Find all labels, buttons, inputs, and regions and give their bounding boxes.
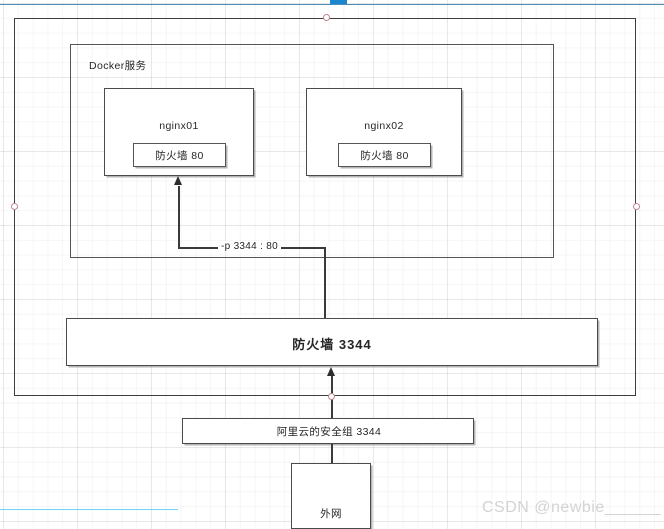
port-mapping-label: -p 3344 : 80 (218, 241, 281, 252)
nginx01-firewall-label: 防火墙 80 (155, 150, 204, 162)
firewall-uplink-segment (324, 247, 326, 318)
security-group-label: 阿里云的安全组 3344 (276, 426, 382, 438)
bottom-ruler-line (0, 509, 178, 510)
resize-handle-right[interactable] (633, 203, 640, 210)
external-network-uplink-segment (331, 444, 333, 464)
docker-service-box[interactable] (70, 44, 554, 258)
docker-service-label: Docker服务 (89, 60, 147, 72)
nginx02-firewall-label: 防火墙 80 (360, 150, 409, 162)
external-network-label: 外网 (320, 508, 342, 520)
port-mapping-arrowhead (174, 176, 182, 185)
nginx02-label: nginx02 (364, 120, 404, 132)
top-ruler-line (0, 4, 664, 5)
port-mapping-vertical-segment (178, 186, 180, 248)
security-group-arrowhead (327, 367, 335, 376)
connection-point-boundary[interactable] (328, 393, 335, 400)
nginx01-label: nginx01 (159, 120, 199, 132)
security-group-box[interactable] (182, 418, 474, 444)
host-firewall-label: 防火墙 3344 (292, 337, 372, 352)
nginx02-firewall-box[interactable] (338, 143, 431, 167)
nginx01-firewall-box[interactable] (133, 143, 226, 167)
top-scroll-indicator[interactable] (330, 0, 347, 4)
host-firewall-box[interactable] (66, 318, 598, 366)
resize-handle-left[interactable] (11, 203, 18, 210)
csdn-watermark: CSDN @newbie______ (482, 499, 662, 516)
resize-handle-top[interactable] (323, 14, 330, 21)
